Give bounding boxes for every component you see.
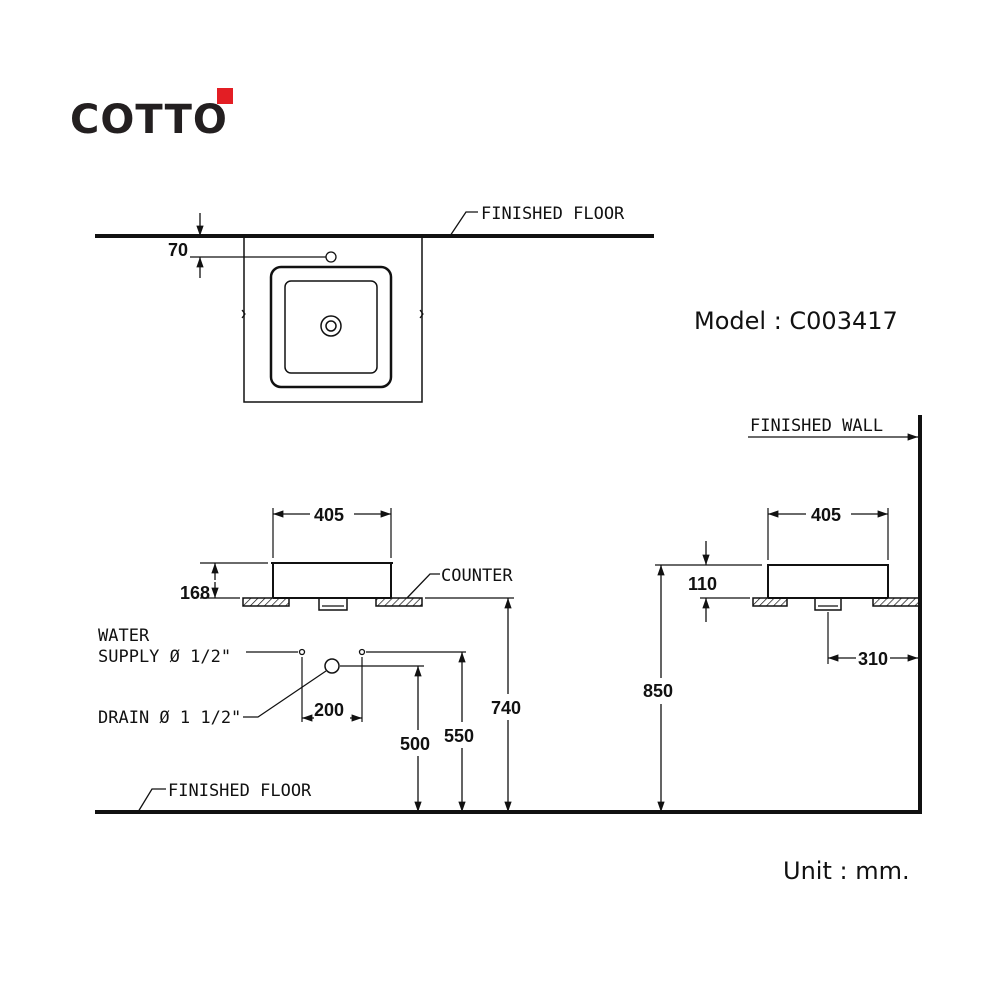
side-height-dimension: 110 — [688, 574, 717, 594]
side-elevation: FINISHED WALL 405 110 850 310 — [643, 415, 922, 812]
plan-view: FINISHED FLOOR 70 — [95, 204, 654, 403]
plan-drain-inner — [325, 320, 337, 332]
supply-spacing-dimension: 200 — [314, 700, 344, 720]
elevation-floor-leader — [137, 788, 166, 813]
plan-offset-dimension: 70 — [168, 240, 188, 260]
counter-height-front-dimension: 740 — [491, 698, 521, 718]
cotto-logo: COTTO — [70, 88, 233, 143]
model-label: Model : C003417 — [694, 307, 898, 335]
front-counter-right — [375, 597, 423, 607]
plan-basin-outer — [269, 265, 393, 389]
finished-wall-label: FINISHED WALL — [750, 416, 883, 436]
drain-height-dimension: 500 — [400, 734, 430, 754]
side-drain-body — [814, 598, 842, 611]
supply-point-right — [358, 648, 366, 656]
front-height-dimension: 168 — [180, 583, 210, 603]
logo-text: COTTO — [70, 97, 228, 143]
drain-label: DRAIN Ø 1 1/2" — [98, 708, 241, 728]
plan-break-left — [241, 309, 246, 319]
drain-leader — [243, 670, 327, 718]
plan-drain-outer — [320, 315, 342, 337]
supply-height-dimension: 550 — [444, 726, 474, 746]
drain-point — [324, 658, 340, 674]
elevation-floor-label: FINISHED FLOOR — [168, 781, 312, 801]
plan-break-right — [419, 309, 424, 319]
front-elevation: COUNTER 405 168 WATER SUPPLY Ø 1/2" DRAI… — [98, 505, 521, 812]
plan-floor-label: FINISHED FLOOR — [481, 204, 625, 224]
unit-label: Unit : mm. — [783, 857, 910, 885]
water-supply-label-line2: SUPPLY Ø 1/2" — [98, 647, 231, 667]
plan-floor-leader — [449, 211, 478, 237]
plan-basin-inner — [284, 280, 378, 374]
front-drain-body — [318, 598, 348, 611]
side-width-dimension: 405 — [811, 505, 841, 525]
overall-height-dimension: 850 — [643, 681, 673, 701]
counter-leader — [406, 573, 440, 599]
water-supply-label-line1: WATER — [98, 626, 150, 646]
front-width-dimension: 405 — [314, 505, 344, 525]
logo-accent-square — [217, 88, 233, 104]
wall-offset-dimension: 310 — [858, 649, 888, 669]
counter-label: COUNTER — [441, 566, 513, 586]
side-counter-right — [872, 597, 920, 607]
plan-faucet-hole — [325, 251, 337, 263]
side-counter-left — [752, 597, 788, 607]
plan-counter-outline — [243, 236, 423, 403]
front-counter-left — [242, 597, 290, 607]
supply-point-left — [298, 648, 306, 656]
